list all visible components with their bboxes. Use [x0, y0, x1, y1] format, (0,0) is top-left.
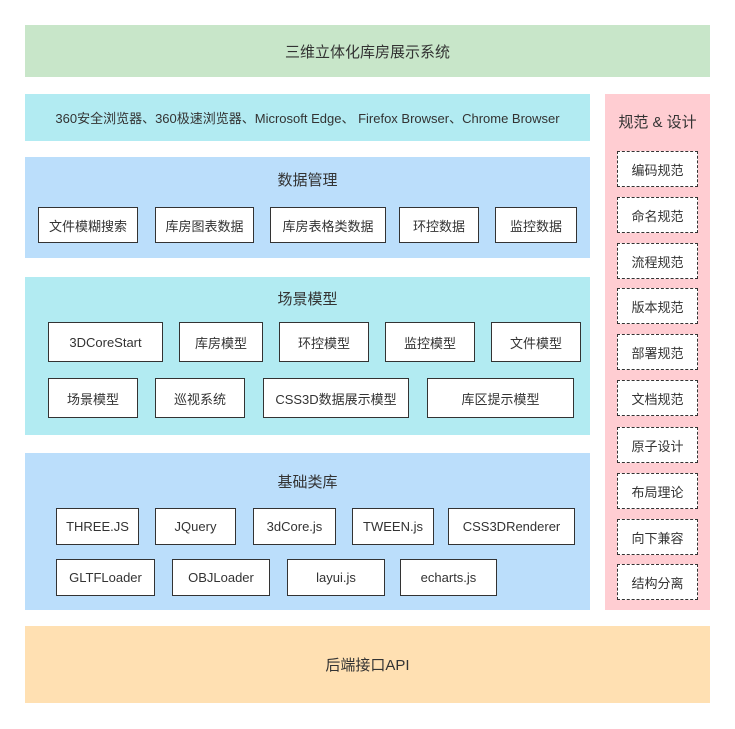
browser-band: 360安全浏览器、360极速浏览器、Microsoft Edge、 Firefo…	[25, 94, 590, 141]
library-box: THREE.JS	[56, 508, 139, 545]
scene-model-section: 场景模型 3DCoreStart 库房模型 环控模型 监控模型 文件模型 场景模…	[25, 277, 590, 435]
standard-box: 部署规范	[617, 334, 698, 370]
library-box: 3dCore.js	[253, 508, 336, 545]
data-management-title: 数据管理	[277, 171, 338, 189]
system-title: 三维立体化库房展示系统	[284, 43, 450, 61]
module-box: 监控模型	[385, 322, 475, 362]
library-box: echarts.js	[400, 559, 497, 596]
standards-section: 规范 & 设计 编码规范 命名规范 流程规范 版本规范 部署规范 文档规范 原子…	[605, 94, 710, 610]
standard-box: 布局理论	[617, 473, 698, 509]
standard-box: 命名规范	[617, 197, 698, 233]
standard-box: 向下兼容	[617, 519, 698, 555]
module-box: 监控数据	[495, 207, 577, 243]
standards-title: 规范 & 设计	[618, 113, 697, 131]
backend-api-band: 后端接口API	[25, 626, 710, 703]
standard-box: 编码规范	[617, 151, 698, 187]
standard-box: 版本规范	[617, 288, 698, 324]
backend-api-label: 后端接口API	[325, 657, 410, 674]
module-box: 巡视系统	[155, 378, 245, 418]
library-box: GLTFLoader	[56, 559, 155, 596]
module-box: 库区提示模型	[427, 378, 574, 418]
browser-list: 360安全浏览器、360极速浏览器、Microsoft Edge、 Firefo…	[55, 111, 560, 126]
module-box: 3DCoreStart	[48, 322, 163, 362]
module-box: 环控模型	[279, 322, 369, 362]
module-box: CSS3D数据展示模型	[263, 378, 409, 418]
library-box: TWEEN.js	[352, 508, 434, 545]
standard-box: 文档规范	[617, 380, 698, 416]
module-box: 场景模型	[48, 378, 138, 418]
module-box: 库房表格类数据	[270, 207, 386, 243]
scene-model-title: 场景模型	[277, 290, 338, 308]
library-box: CSS3DRenderer	[448, 508, 575, 545]
module-box: 库房图表数据	[155, 207, 254, 243]
library-box: layui.js	[287, 559, 385, 596]
base-library-section: 基础类库 THREE.JS JQuery 3dCore.js TWEEN.js …	[25, 453, 590, 610]
data-management-section: 数据管理 文件模糊搜索 库房图表数据 库房表格类数据 环控数据 监控数据	[25, 157, 590, 258]
base-library-title: 基础类库	[277, 473, 338, 491]
module-box: 文件模型	[491, 322, 581, 362]
library-box: JQuery	[155, 508, 236, 545]
standard-box: 结构分离	[617, 564, 698, 600]
system-title-band: 三维立体化库房展示系统	[25, 25, 710, 77]
standard-box: 原子设计	[617, 427, 698, 463]
module-box: 库房模型	[179, 322, 263, 362]
standard-box: 流程规范	[617, 243, 698, 279]
module-box: 环控数据	[399, 207, 479, 243]
library-box: OBJLoader	[172, 559, 270, 596]
module-box: 文件模糊搜索	[38, 207, 138, 243]
